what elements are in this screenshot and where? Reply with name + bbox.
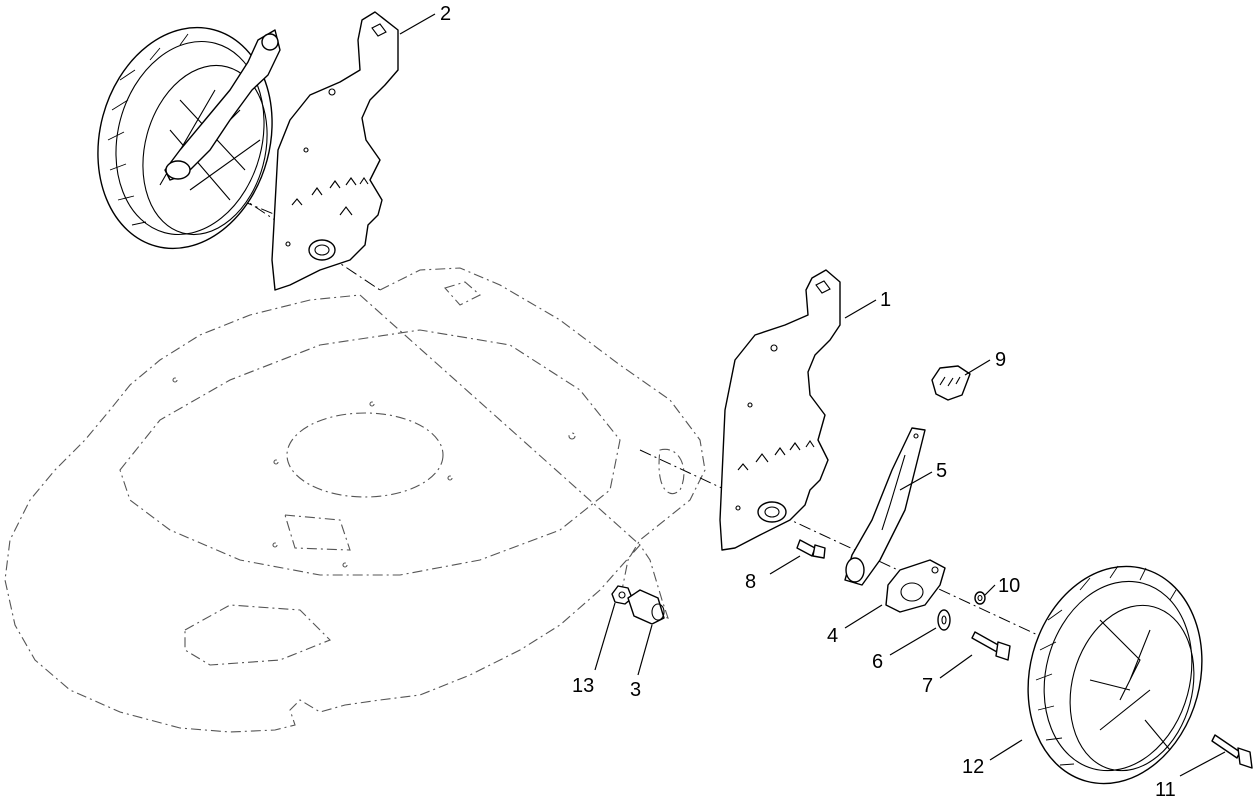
part-6-washer: [937, 609, 951, 631]
callout-7: 7: [922, 675, 933, 697]
callout-11: 11: [1155, 779, 1176, 801]
callout-numbers: 2 1 9 5 8 10 4 6 7 13 3 12 11: [440, 3, 1176, 801]
callout-6: 6: [872, 651, 883, 673]
callout-4: 4: [827, 625, 838, 647]
part-2-bracket: [271, 11, 399, 291]
part-11-bolt: [1211, 734, 1253, 769]
callout-12: 12: [962, 756, 984, 778]
part-8-bolt: [796, 539, 826, 559]
part-4-plate: [885, 559, 946, 613]
callout-9: 9: [995, 349, 1006, 371]
part-1-bracket: [719, 269, 841, 551]
mower-deck-phantom: [4, 267, 706, 733]
part-7-bolt: [971, 631, 1011, 661]
callout-10: 10: [998, 575, 1020, 597]
callout-8: 8: [745, 571, 756, 593]
callout-13: 13: [572, 675, 594, 697]
callout-1: 1: [880, 289, 891, 311]
wheel-upper-left: [97, 26, 281, 250]
part-10-washer: [974, 591, 986, 605]
part-9-knob: [931, 365, 971, 401]
part-5-lever: [844, 427, 926, 586]
callout-leaders: [399, 13, 1226, 777]
callout-5: 5: [936, 460, 947, 482]
callout-3: 3: [630, 679, 641, 701]
part-12-wheel: [1027, 565, 1203, 785]
callout-2: 2: [440, 3, 451, 25]
part-3-bushing: [627, 589, 665, 625]
